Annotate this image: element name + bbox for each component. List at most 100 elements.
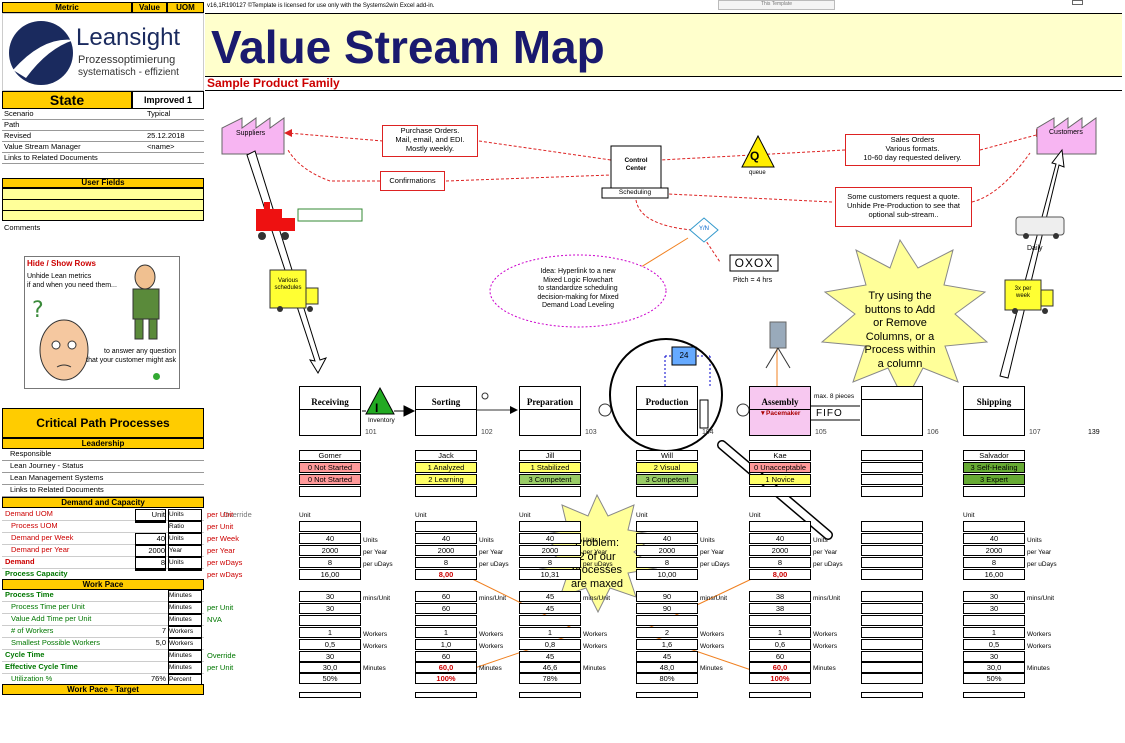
lean-system-cell[interactable]: 3 Expert xyxy=(963,474,1025,485)
demand-cell[interactable]: 8 xyxy=(519,557,581,568)
responsible-cell[interactable]: Gomer xyxy=(299,450,361,461)
demand-row-unit[interactable]: Units xyxy=(168,533,202,545)
cycle-time-cell[interactable]: 60 xyxy=(415,651,477,662)
lean-system-cell[interactable]: 3 Competent xyxy=(519,474,581,485)
links-cell[interactable] xyxy=(861,486,923,497)
effective-cycle-cell[interactable]: 30,0 xyxy=(299,662,361,673)
effective-cycle-cell[interactable]: 48,0 xyxy=(636,662,698,673)
capacity-cell[interactable]: 16,00 xyxy=(963,569,1025,580)
demand-row-value[interactable]: 40 xyxy=(135,533,166,545)
links-cell[interactable] xyxy=(749,486,811,497)
demand-week-cell[interactable]: 40 xyxy=(415,533,477,544)
process-box[interactable]: Production xyxy=(636,386,698,436)
cycle-time-cell[interactable]: 60 xyxy=(749,651,811,662)
demand-row-unit[interactable]: Ratio xyxy=(168,521,202,533)
process-time-cell[interactable] xyxy=(861,591,923,602)
lean-status-cell[interactable]: 2 Visual xyxy=(636,462,698,473)
work-pace-row-unit[interactable]: Workers xyxy=(168,626,202,638)
utilization-cell[interactable] xyxy=(861,673,923,684)
process-uom-cell[interactable] xyxy=(299,521,361,532)
links-cell[interactable] xyxy=(636,486,698,497)
demand-cell[interactable]: 8 xyxy=(415,557,477,568)
workers-cell[interactable] xyxy=(861,627,923,638)
work-pace-row-unit[interactable]: Minutes xyxy=(168,602,202,614)
user-fields-area[interactable] xyxy=(2,188,204,221)
demand-cell[interactable]: 8 xyxy=(749,557,811,568)
links-cell[interactable] xyxy=(299,486,361,497)
work-pace-row-unit[interactable]: Minutes xyxy=(168,614,202,626)
target-cell[interactable] xyxy=(749,692,811,698)
capacity-cell[interactable]: 8,00 xyxy=(415,569,477,580)
demand-week-cell[interactable]: 40 xyxy=(299,533,361,544)
work-pace-row-value[interactable]: 7 xyxy=(161,626,166,635)
demand-row-value[interactable] xyxy=(135,569,166,571)
demand-row-value[interactable] xyxy=(135,521,166,523)
demand-row-value[interactable]: 8 xyxy=(135,557,166,569)
lean-system-cell[interactable]: 0 Not Started xyxy=(299,474,361,485)
cycle-time-cell[interactable]: 30 xyxy=(963,651,1025,662)
capacity-cell[interactable]: 10,31 xyxy=(519,569,581,580)
process-uom-cell[interactable] xyxy=(749,521,811,532)
demand-cell[interactable]: 8 xyxy=(963,557,1025,568)
process-time-cell[interactable]: 45 xyxy=(519,591,581,602)
lean-system-cell[interactable]: 2 Learning xyxy=(415,474,477,485)
target-cell[interactable] xyxy=(963,692,1025,698)
process-uom-cell[interactable] xyxy=(963,521,1025,532)
links-cell[interactable] xyxy=(415,486,477,497)
responsible-cell[interactable]: Jack xyxy=(415,450,477,461)
workers-cell[interactable]: 2 xyxy=(636,627,698,638)
process-time-cell[interactable]: 90 xyxy=(636,591,698,602)
capacity-cell[interactable]: 10,00 xyxy=(636,569,698,580)
smallest-workers-cell[interactable]: 0,5 xyxy=(963,639,1025,650)
value-add-cell[interactable] xyxy=(749,615,811,626)
work-pace-row-unit[interactable]: Minutes xyxy=(168,590,202,602)
demand-week-cell[interactable]: 40 xyxy=(519,533,581,544)
demand-row-value[interactable]: Unit xyxy=(135,509,166,521)
value-add-cell[interactable] xyxy=(299,615,361,626)
state-row-value[interactable]: Typical xyxy=(147,109,171,118)
state-row-value[interactable]: <name> xyxy=(147,142,175,151)
value-add-cell[interactable] xyxy=(963,615,1025,626)
effective-cycle-cell[interactable]: 60,0 xyxy=(749,662,811,673)
smallest-workers-cell[interactable] xyxy=(861,639,923,650)
work-pace-row-unit[interactable]: Workers xyxy=(168,638,202,650)
state-value[interactable]: Improved 1 xyxy=(132,91,204,109)
work-pace-row-unit[interactable]: Minutes xyxy=(168,662,202,674)
value-add-cell[interactable] xyxy=(861,615,923,626)
demand-year-cell[interactable]: 2000 xyxy=(299,545,361,556)
work-pace-row-value[interactable]: 5,0 xyxy=(155,638,166,647)
process-box[interactable]: Receiving xyxy=(299,386,361,436)
idea-cloud[interactable]: Idea: Hyperlink to a new Mixed Logic Flo… xyxy=(537,268,619,309)
workers-cell[interactable]: 1 xyxy=(415,627,477,638)
state-row-value[interactable]: 25.12.2018 xyxy=(147,131,185,140)
demand-year-cell[interactable] xyxy=(861,545,923,556)
process-time-unit-cell[interactable]: 60 xyxy=(415,603,477,614)
effective-cycle-cell[interactable] xyxy=(861,662,923,673)
process-uom-cell[interactable] xyxy=(636,521,698,532)
responsible-cell[interactable]: Will xyxy=(636,450,698,461)
target-cell[interactable] xyxy=(415,692,477,698)
workers-cell[interactable]: 1 xyxy=(299,627,361,638)
work-pace-row-unit[interactable]: Minutes xyxy=(168,650,202,662)
links-cell[interactable] xyxy=(963,486,1025,497)
target-cell[interactable] xyxy=(299,692,361,698)
process-time-unit-cell[interactable] xyxy=(861,603,923,614)
utilization-cell[interactable]: 80% xyxy=(636,673,698,684)
lean-status-cell[interactable]: 1 Analyzed xyxy=(415,462,477,473)
lean-status-cell[interactable] xyxy=(861,462,923,473)
utilization-cell[interactable]: 78% xyxy=(519,673,581,684)
cycle-time-cell[interactable]: 45 xyxy=(636,651,698,662)
process-time-cell[interactable]: 30 xyxy=(963,591,1025,602)
capacity-cell[interactable]: 8,00 xyxy=(749,569,811,580)
process-time-cell[interactable]: 30 xyxy=(299,591,361,602)
target-cell[interactable] xyxy=(636,692,698,698)
lean-status-cell[interactable]: 3 Self-Healing xyxy=(963,462,1025,473)
process-time-unit-cell[interactable]: 30 xyxy=(299,603,361,614)
lean-status-cell[interactable]: 0 Not Started xyxy=(299,462,361,473)
demand-week-cell[interactable]: 40 xyxy=(963,533,1025,544)
responsible-cell[interactable]: Salvador xyxy=(963,450,1025,461)
close-icon[interactable] xyxy=(1072,0,1083,5)
utilization-cell[interactable]: 100% xyxy=(415,673,477,684)
template-tab[interactable]: This Template xyxy=(718,0,835,10)
process-box[interactable]: Preparation xyxy=(519,386,581,436)
